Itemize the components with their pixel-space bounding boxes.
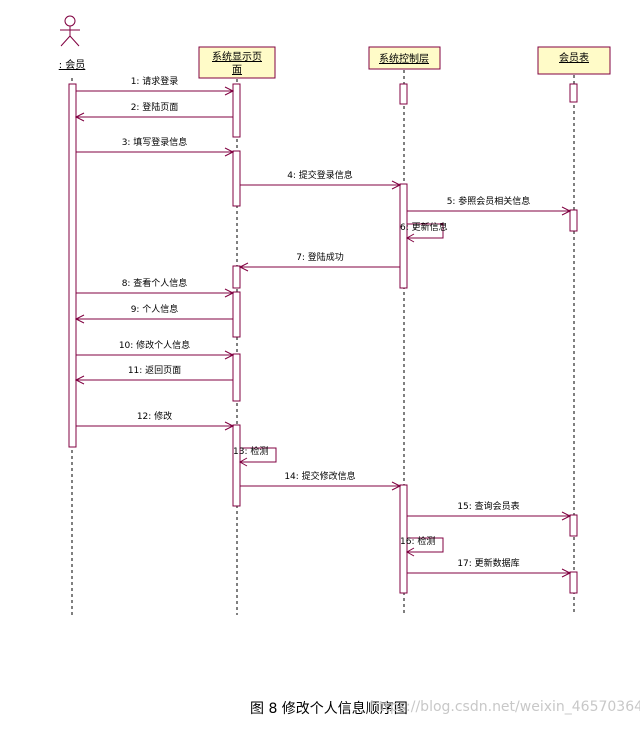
activation-bar xyxy=(569,209,578,232)
message-16: 16: 检测 xyxy=(400,535,444,557)
message-11: 11: 返回页面 xyxy=(74,364,233,385)
message-6: 6: 更新信息 xyxy=(400,221,448,243)
message-14: 14: 提交修改信息 xyxy=(240,470,402,491)
message-label: 4: 提交登录信息 xyxy=(287,169,353,181)
participant-label-control-layer: 系统控制层 xyxy=(379,52,429,65)
participant-display-page: 系统显示页面 xyxy=(198,46,276,79)
message-label: 1: 请求登录 xyxy=(131,75,179,87)
message-label: 11: 返回页面 xyxy=(128,364,181,376)
message-label: 9: 个人信息 xyxy=(131,303,179,315)
activation-bar xyxy=(569,514,578,537)
activation-bar xyxy=(569,571,578,594)
sequence-diagram: : 会员 系统显示页面 系统控制层 会员表 1: 请求登录 2: 登陆页面 3: 填… xyxy=(59,15,611,615)
caption-title: 图 8 修改个人信息顺序图 xyxy=(250,701,408,717)
message-1: 1: 请求登录 xyxy=(76,75,235,96)
message-label: 13: 检测 xyxy=(233,445,268,457)
activation-bar xyxy=(399,183,408,289)
message-2: 2: 登陆页面 xyxy=(74,101,233,122)
message-label: 5: 参照会员相关信息 xyxy=(447,195,531,207)
activation-bar xyxy=(68,83,77,448)
activation-bar xyxy=(232,265,241,289)
message-label: 7: 登陆成功 xyxy=(296,251,344,263)
activation-bar xyxy=(399,83,408,105)
message-label: 17: 更新数据库 xyxy=(457,557,519,569)
participant-member-table: 会员表 xyxy=(537,46,611,75)
message-4: 4: 提交登录信息 xyxy=(240,169,402,190)
message-15: 15: 查询会员表 xyxy=(407,500,572,521)
participant-label-display-page: 系统显示页面 xyxy=(212,50,262,76)
message-13: 13: 检测 xyxy=(233,445,277,467)
message-label: 8: 查看个人信息 xyxy=(122,277,188,289)
message-label: 10: 修改个人信息 xyxy=(119,339,190,351)
message-10: 10: 修改个人信息 xyxy=(76,339,235,360)
participant-control-layer: 系统控制层 xyxy=(368,46,441,70)
message-label: 3: 填写登录信息 xyxy=(122,136,188,148)
message-5: 5: 参照会员相关信息 xyxy=(407,195,572,216)
activation-bar xyxy=(232,353,241,402)
message-17: 17: 更新数据库 xyxy=(407,557,572,578)
message-label: 15: 查询会员表 xyxy=(457,500,519,512)
actor-label: : 会员 xyxy=(59,58,86,71)
activation-bar xyxy=(569,83,578,103)
activation-bar xyxy=(399,484,408,594)
message-label: 2: 登陆页面 xyxy=(131,101,179,113)
watermark: https://blog.csdn.net/weixin_46570364 xyxy=(370,699,640,715)
message-label: 16: 检测 xyxy=(400,535,435,547)
stick-figure-actor-icon xyxy=(60,15,80,47)
activation-bar xyxy=(232,424,241,507)
message-3: 3: 填写登录信息 xyxy=(76,136,235,157)
message-label: 14: 提交修改信息 xyxy=(284,470,355,482)
message-label: 6: 更新信息 xyxy=(400,221,448,233)
message-group: 1: 请求登录 2: 登陆页面 3: 填写登录信息 4: 提交登录信息 5: 参照会员相… xyxy=(74,75,572,578)
activation-bar xyxy=(232,291,241,338)
activation-bar xyxy=(232,83,241,138)
message-8: 8: 查看个人信息 xyxy=(76,277,235,298)
participant-label-member-table: 会员表 xyxy=(559,51,589,64)
figure-caption: 图 8 修改个人信息顺序图 https://blog.csdn.net/weix… xyxy=(0,698,640,720)
activation-bar xyxy=(232,150,241,207)
message-7: 7: 登陆成功 xyxy=(238,251,400,272)
message-9: 9: 个人信息 xyxy=(74,303,233,324)
message-label: 12: 修改 xyxy=(137,410,172,422)
message-12: 12: 修改 xyxy=(76,410,235,431)
